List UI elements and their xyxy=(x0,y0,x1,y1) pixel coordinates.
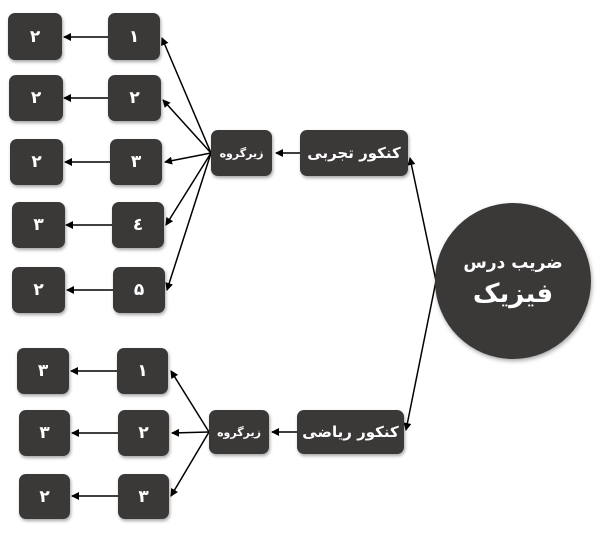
subgroup-header-riazi: زیرگروه xyxy=(209,410,269,454)
riazi-subgroup-2: ۲ xyxy=(118,410,169,456)
riazi-coefficient-1: ۳ xyxy=(17,348,69,394)
tajrobi-coefficient-1: ۲ xyxy=(8,13,62,60)
branch-konkur-tajrobi: کنکور تجربی xyxy=(300,130,408,176)
tajrobi-subgroup-1: ۱ xyxy=(108,13,160,60)
subgroup-header-tajrobi: زیرگروه xyxy=(211,130,272,176)
tajrobi-coefficient-3: ۲ xyxy=(10,139,63,185)
tajrobi-subgroup-5: ۵ xyxy=(113,267,165,313)
tajrobi-subgroup-3: ۳ xyxy=(110,139,162,185)
root-node-physics-coefficient: ضریب درس فیزیک xyxy=(435,203,591,359)
riazi-subgroup-1: ۱ xyxy=(117,348,168,394)
tajrobi-subgroup-4: ٤ xyxy=(112,202,164,248)
riazi-coefficient-3: ۲ xyxy=(19,474,70,519)
branch-konkur-riazi: کنکور ریاضی xyxy=(297,410,404,454)
root-title: ضریب درس xyxy=(463,253,563,273)
tajrobi-subgroup-2: ۲ xyxy=(108,75,161,121)
tajrobi-coefficient-2: ۲ xyxy=(9,75,63,121)
riazi-coefficient-2: ۳ xyxy=(19,410,70,456)
tajrobi-coefficient-4: ۳ xyxy=(12,202,65,248)
tajrobi-coefficient-5: ۲ xyxy=(12,267,65,313)
root-subject: فیزیک xyxy=(472,279,554,309)
riazi-subgroup-3: ۳ xyxy=(118,474,169,519)
